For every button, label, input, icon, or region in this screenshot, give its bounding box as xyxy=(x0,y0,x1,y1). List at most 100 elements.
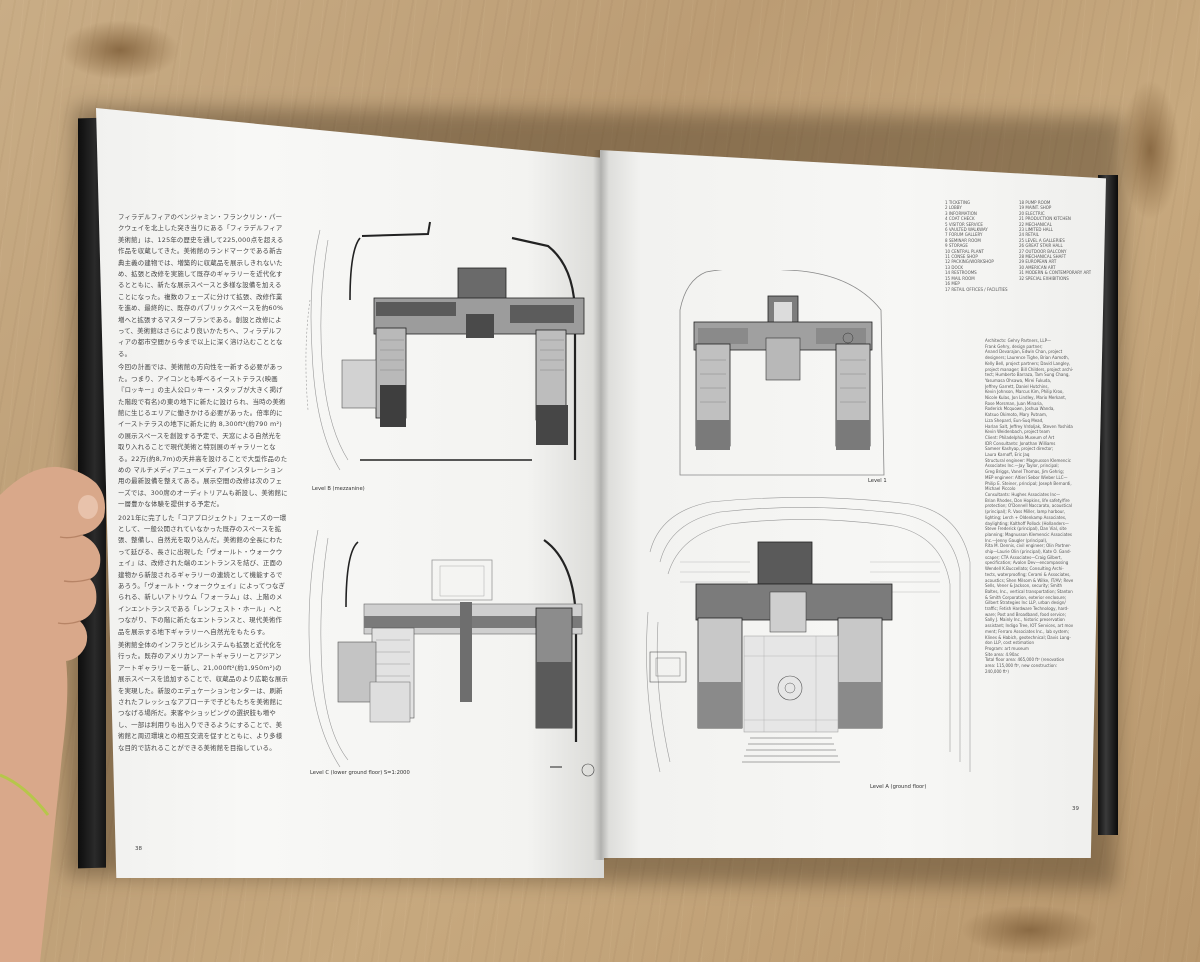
legend-item: 5 VISITOR SERVICE xyxy=(945,221,983,227)
credit-line: Program: art museum xyxy=(985,645,1029,651)
credit-line: Sells, Vener & Jackson, security; Smith xyxy=(985,583,1063,589)
legend-item: 10 CENTRAL PLANT xyxy=(945,248,984,254)
credit-line: Roderick Mcquown, Joshua Wanda, xyxy=(985,406,1055,412)
credit-line: Jeffrey Garrett, Daniel Hutchins, xyxy=(985,383,1049,389)
credit-line: Frank Gehry, design partner; xyxy=(985,343,1043,349)
credit-line: Rita M. Dennis, civil engineer; Olin Par… xyxy=(985,543,1071,549)
credit-line: (principal); R. Vass Miller, lamp harbou… xyxy=(985,509,1066,515)
credit-line: Total floor area: 465,000 ft² (renovatio… xyxy=(985,657,1065,663)
credit-line: Greg Briggs, Vanel Thomas, Jim Gehrig; xyxy=(985,469,1064,475)
credit-line: protection; O'Donnell Naccarato, acousti… xyxy=(985,503,1072,509)
credit-line: Inc.—Jenny Gaugler (principal), xyxy=(985,537,1048,543)
credit-line: project manager; Bill Childers, project … xyxy=(985,366,1073,372)
legend-item: 25 LEVEL A GALLERIES xyxy=(1019,237,1065,243)
left-page xyxy=(96,108,604,878)
caption-level-1: Level 1 xyxy=(868,478,887,484)
legend-item: 11 CONSE SHOP xyxy=(945,254,978,260)
legend-item: 19 MAINT. SHOP xyxy=(1019,205,1052,211)
legend-item: 32 SPECIAL EXHIBITIONS xyxy=(1019,275,1069,281)
wood-knot xyxy=(1120,80,1180,220)
legend-item: 15 MAIL ROOM xyxy=(945,275,975,281)
legend-item: 31 MODERN & CONTEMPORARY ART xyxy=(1019,270,1091,276)
paragraph-3: 2021年に完了した「コアプロジェクト」フェーズの一環として、一般公開されていな… xyxy=(118,513,287,636)
legend-item: 7 FORUM GALLERY xyxy=(945,232,983,238)
credit-line: tects, waterproofing; Cerami & Associate… xyxy=(985,571,1071,577)
credit-line: don LLP, cost estimation xyxy=(985,640,1035,646)
credit-line: Baltes, Inc., vertical transportation; S… xyxy=(985,588,1073,594)
project-credits: Architects: Gehry Partners, LLP—Frank Ge… xyxy=(985,338,1073,674)
credit-line: ment; Ferraro Associates Inc., lab syste… xyxy=(985,628,1069,634)
page-number-right: 39 xyxy=(1072,806,1079,812)
japanese-text-column: フィラデルフィアのベンジャミン・フランクリン・パークウェイを北上した突き当りにあ… xyxy=(118,212,288,754)
credit-line: acoustics; Shen Milsom & Wilke, IT/AV; R… xyxy=(985,577,1073,583)
wood-knot xyxy=(960,905,1100,955)
credit-line: specification; Avalon Dev—encompassing xyxy=(985,560,1069,566)
credit-line: Nicole Kulas, Jon Lindley, Mario Merkant… xyxy=(985,395,1067,401)
paragraph-1: フィラデルフィアのベンジャミン・フランクリン・パークウェイを北上した突き当りにあ… xyxy=(118,213,284,358)
credit-line: Consultants: Hughes Associates Inc— xyxy=(985,491,1061,497)
page-number-left: 38 xyxy=(135,846,142,852)
paragraph-2: 今回の計画では、美術館の方向性を一新する必要があった。つまり、アイコンとも呼べる… xyxy=(118,363,288,509)
credit-line: tect; Humberto Barraza, Tam Sung Chang, xyxy=(985,372,1070,378)
legend-item: 9 STORAGE xyxy=(945,243,968,249)
credit-line: ship—Laurie Olin (principal), Kate O. Ga… xyxy=(985,549,1071,555)
credit-line: scaper; CTA Associates—Craig Gilbert, xyxy=(985,554,1062,560)
legend-item: 21 PRODUCTION KITCHEN xyxy=(1019,216,1071,222)
legend-item: 22 MECHANICAL xyxy=(1019,221,1052,227)
wood-knot xyxy=(60,20,180,80)
credit-line: Katsuo Okimoto, Mary Putnam, xyxy=(985,412,1048,418)
legend-item: 3 INFORMATION xyxy=(945,210,977,216)
legend-item: 8 SEMINAR ROOM xyxy=(945,237,981,243)
legend-item: 18 PUMP ROOM xyxy=(1019,200,1051,205)
credit-line: Sameer Kashyap, project director; xyxy=(985,446,1054,452)
floor-plan-level-b xyxy=(305,221,585,471)
book-cover-edge-right xyxy=(1098,175,1118,835)
caption-level-c: Level C (lower ground floor) S=1:2000 xyxy=(310,770,410,776)
legend-item: 16 MEP xyxy=(945,281,960,287)
floor-plan-level-c xyxy=(308,529,595,777)
paragraph-4: 美術館全体のインフラとビルシステムも拡張と近代化を行った。既存のアメリカンアート… xyxy=(118,641,289,752)
credit-line: 240,000 ft²) xyxy=(985,668,1009,674)
legend-item: 1 TICKETING xyxy=(945,200,971,205)
credit-line: Gilbert Strategies Inc LLP, urban design… xyxy=(985,600,1066,606)
credit-line: Rose Morsman, Juan Minaria, xyxy=(985,400,1043,406)
credit-line: Client: Philadelphia Museum of Art xyxy=(985,434,1055,440)
credit-line: & Smith Corporation, exterior enclosure; xyxy=(985,594,1067,600)
legend-item: 17 RETAIL OFFICES / FACILITIES xyxy=(945,286,1008,292)
legend-item: 20 ELECTRIC xyxy=(1019,210,1045,216)
legend-item: 2 LOBBY xyxy=(945,205,962,211)
credit-line: Yasumasa Ohsawa, Mirei Fukuda, xyxy=(985,377,1052,383)
hand-holding-book xyxy=(0,466,105,962)
credit-line: Michael Piccolo xyxy=(985,486,1016,492)
credit-line: Kelly Bell, project partners; David Lang… xyxy=(985,360,1071,366)
floor-plan-level-1 xyxy=(679,270,885,476)
credit-line: Klines & Habich, geotechnical; Davis Lan… xyxy=(985,634,1071,640)
credit-line: Architects: Gehry Partners, LLP— xyxy=(985,338,1052,343)
credit-line: Liza Shepard, Eun-Suq Mead, xyxy=(985,417,1044,423)
credit-line: Laura Karnoff, Eric Jaq xyxy=(985,452,1030,458)
credit-line: Anand Devarajan, Edwin Chan, project xyxy=(985,349,1063,355)
credit-line: area: 115,000 ft², new construction: xyxy=(985,663,1058,669)
credit-line: Brian Rhodes, Don Hopkins, life safety/f… xyxy=(985,497,1070,503)
legend-item: 27 OUTDOOR BALCONY xyxy=(1019,248,1067,254)
credit-line: Philip E. Steiner, principal; Joseph Ber… xyxy=(985,480,1072,486)
credit-line: lighting; Lerch + Oldenkamp Associates, xyxy=(985,514,1067,520)
credit-line: MEP engineer: Altieri Sebor Wieber LLC— xyxy=(985,474,1068,480)
credit-line: traffic; Fetish Hardware Technology, har… xyxy=(985,606,1069,612)
credit-line: Steve Frederick (principal), Dan Vial, s… xyxy=(985,526,1067,532)
legend-item: 14 RESTROOMS xyxy=(945,270,977,276)
credit-line: Kevin Weidenbach, project team xyxy=(985,429,1050,435)
legend-item: 30 AMERICAN ART xyxy=(1019,264,1056,270)
credit-line: IDR Consultants: Jonathan Williams xyxy=(985,440,1056,446)
legend-item: 28 MECHANICAL SHAFT xyxy=(1019,254,1067,260)
legend-item: 26 GREAT STAIR HALL xyxy=(1019,243,1063,249)
credit-line: planning; Magnusson Klemencic Associates xyxy=(985,531,1073,537)
credit-line: assistant; Indigo Tree, IOT Services, ar… xyxy=(985,623,1073,629)
legend-item: 23 LIMITED HALL xyxy=(1019,227,1053,233)
credit-line: Harlan Salt, Jeffrey Vrdoljak, Steven Yo… xyxy=(985,423,1073,429)
credit-line: designers; Laurence Tighe, Brian Aamoth, xyxy=(985,355,1069,361)
legend-item: 24 RETAIL xyxy=(1019,232,1039,238)
legend-item: 29 EUROPEAN ART xyxy=(1019,259,1057,265)
